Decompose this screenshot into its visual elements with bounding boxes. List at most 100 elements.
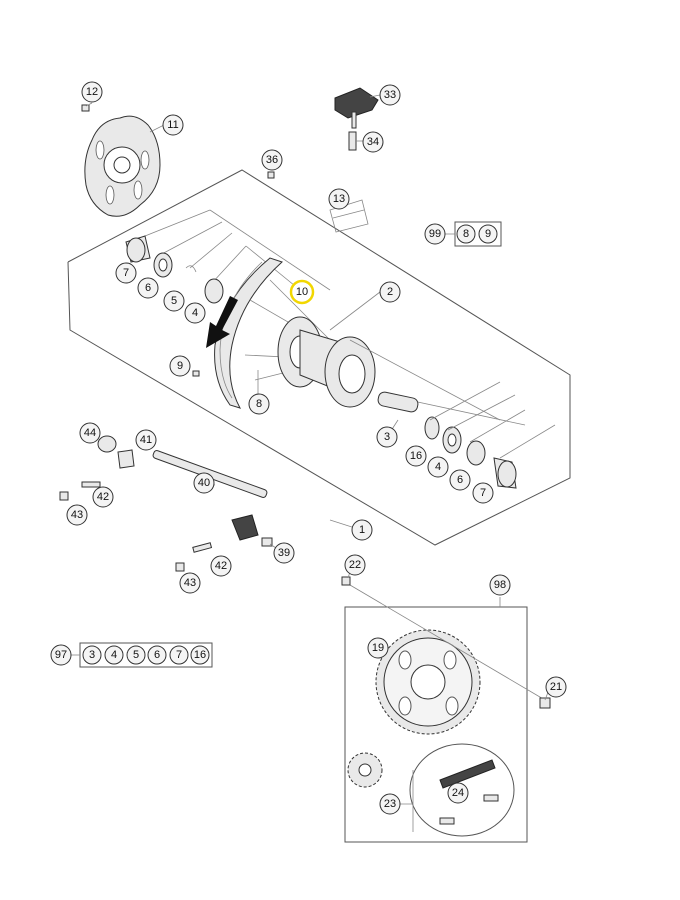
svg-text:41: 41 <box>140 434 152 446</box>
callout-4c[interactable]: 4 <box>104 645 124 665</box>
callout-6a[interactable]: 6 <box>137 277 159 299</box>
callout-7b[interactable]: 7 <box>472 482 494 504</box>
left-guide-lines <box>134 209 331 291</box>
svg-text:23: 23 <box>384 798 396 810</box>
callout-8a[interactable]: 8 <box>456 224 476 244</box>
rotation-arrow-icon <box>206 296 238 348</box>
sprocket-bolt <box>539 697 551 709</box>
svg-text:97: 97 <box>55 649 67 661</box>
callout-43b[interactable]: 43 <box>179 572 201 594</box>
callout-19[interactable]: 19 <box>367 637 389 659</box>
callout-3a[interactable]: 3 <box>376 426 398 448</box>
svg-text:19: 19 <box>372 642 384 654</box>
svg-text:11: 11 <box>167 119 178 131</box>
svg-text:99: 99 <box>429 228 441 240</box>
callout-24[interactable]: 24 <box>447 782 469 804</box>
svg-text:7: 7 <box>123 267 129 279</box>
callout-99[interactable]: 99 <box>424 223 446 245</box>
svg-text:7: 7 <box>480 487 486 499</box>
svg-text:16: 16 <box>194 649 206 661</box>
callout-97[interactable]: 97 <box>50 644 72 666</box>
disc-screw <box>81 104 90 112</box>
callout-3b[interactable]: 3 <box>82 645 102 665</box>
svg-text:10: 10 <box>296 286 308 298</box>
brake-disc <box>84 115 161 217</box>
svg-text:8: 8 <box>463 228 469 240</box>
svg-text:43: 43 <box>184 577 196 589</box>
svg-text:9: 9 <box>177 360 183 372</box>
callout-11[interactable]: 11 <box>162 114 184 136</box>
callout-16a[interactable]: 16 <box>405 445 427 467</box>
callout-22[interactable]: 22 <box>344 554 366 576</box>
callout-8b[interactable]: 8 <box>248 393 270 415</box>
svg-text:42: 42 <box>215 560 227 572</box>
sprocket-nut <box>341 576 351 586</box>
svg-text:24: 24 <box>452 787 464 799</box>
nipple <box>267 171 275 179</box>
callout-7c[interactable]: 7 <box>169 645 189 665</box>
svg-text:98: 98 <box>494 579 506 591</box>
svg-text:21: 21 <box>550 681 562 693</box>
svg-text:3: 3 <box>384 431 390 443</box>
callout-40[interactable]: 40 <box>193 472 215 494</box>
callout-44[interactable]: 44 <box>79 422 101 444</box>
rim-tape <box>329 199 369 233</box>
callout-6c[interactable]: 6 <box>147 645 167 665</box>
svg-text:2: 2 <box>387 286 393 298</box>
callout-13[interactable]: 13 <box>328 188 350 210</box>
callout-41[interactable]: 41 <box>135 429 157 451</box>
callout-21[interactable]: 21 <box>545 676 567 698</box>
svg-text:6: 6 <box>154 649 160 661</box>
svg-text:34: 34 <box>367 136 379 148</box>
wheel-hub <box>244 279 376 408</box>
valve-stem <box>348 131 357 151</box>
svg-text:44: 44 <box>84 427 96 439</box>
callout-7a[interactable]: 7 <box>115 262 137 284</box>
callout-36[interactable]: 36 <box>261 149 283 171</box>
svg-text:5: 5 <box>133 649 139 661</box>
kit-box-97 <box>70 642 213 668</box>
callout-34[interactable]: 34 <box>362 131 384 153</box>
left-side-parts <box>125 235 224 377</box>
callout-16b[interactable]: 16 <box>190 645 210 665</box>
callout-4a[interactable]: 4 <box>184 302 206 324</box>
callout-98[interactable]: 98 <box>489 574 511 596</box>
front-sprocket <box>347 752 383 788</box>
svg-text:36: 36 <box>266 154 278 166</box>
right-side-parts <box>349 339 556 489</box>
callout-39[interactable]: 39 <box>273 542 295 564</box>
callout-4b[interactable]: 4 <box>427 456 449 478</box>
rear-sprocket <box>349 584 546 735</box>
callout-5b[interactable]: 5 <box>126 645 146 665</box>
callout-42b[interactable]: 42 <box>210 555 232 577</box>
svg-text:4: 4 <box>435 461 441 473</box>
callout-9b[interactable]: 9 <box>169 355 191 377</box>
svg-text:3: 3 <box>89 649 95 661</box>
callout-12[interactable]: 12 <box>81 81 103 103</box>
svg-text:43: 43 <box>71 509 83 521</box>
svg-text:39: 39 <box>278 547 290 559</box>
svg-text:8: 8 <box>256 398 262 410</box>
valve-cap <box>334 87 379 129</box>
svg-text:5: 5 <box>171 295 177 307</box>
svg-text:6: 6 <box>457 474 463 486</box>
svg-text:4: 4 <box>111 649 117 661</box>
svg-text:9: 9 <box>485 228 491 240</box>
callout-43a[interactable]: 43 <box>66 504 88 526</box>
callout-42a[interactable]: 42 <box>92 486 114 508</box>
callout-23[interactable]: 23 <box>379 793 401 815</box>
svg-text:13: 13 <box>333 193 345 205</box>
callout-33[interactable]: 33 <box>379 84 401 106</box>
callout-10-highlighted[interactable]: 10 <box>289 279 315 305</box>
axle-group <box>59 435 273 572</box>
callout-5a[interactable]: 5 <box>163 290 185 312</box>
callout-6b[interactable]: 6 <box>449 469 471 491</box>
svg-text:12: 12 <box>86 86 98 98</box>
svg-text:40: 40 <box>198 477 210 489</box>
wheel-assembly-outline <box>67 169 571 546</box>
callout-9a[interactable]: 9 <box>478 224 498 244</box>
callout-1[interactable]: 1 <box>351 519 373 541</box>
callout-2[interactable]: 2 <box>379 281 401 303</box>
svg-text:42: 42 <box>97 491 109 503</box>
